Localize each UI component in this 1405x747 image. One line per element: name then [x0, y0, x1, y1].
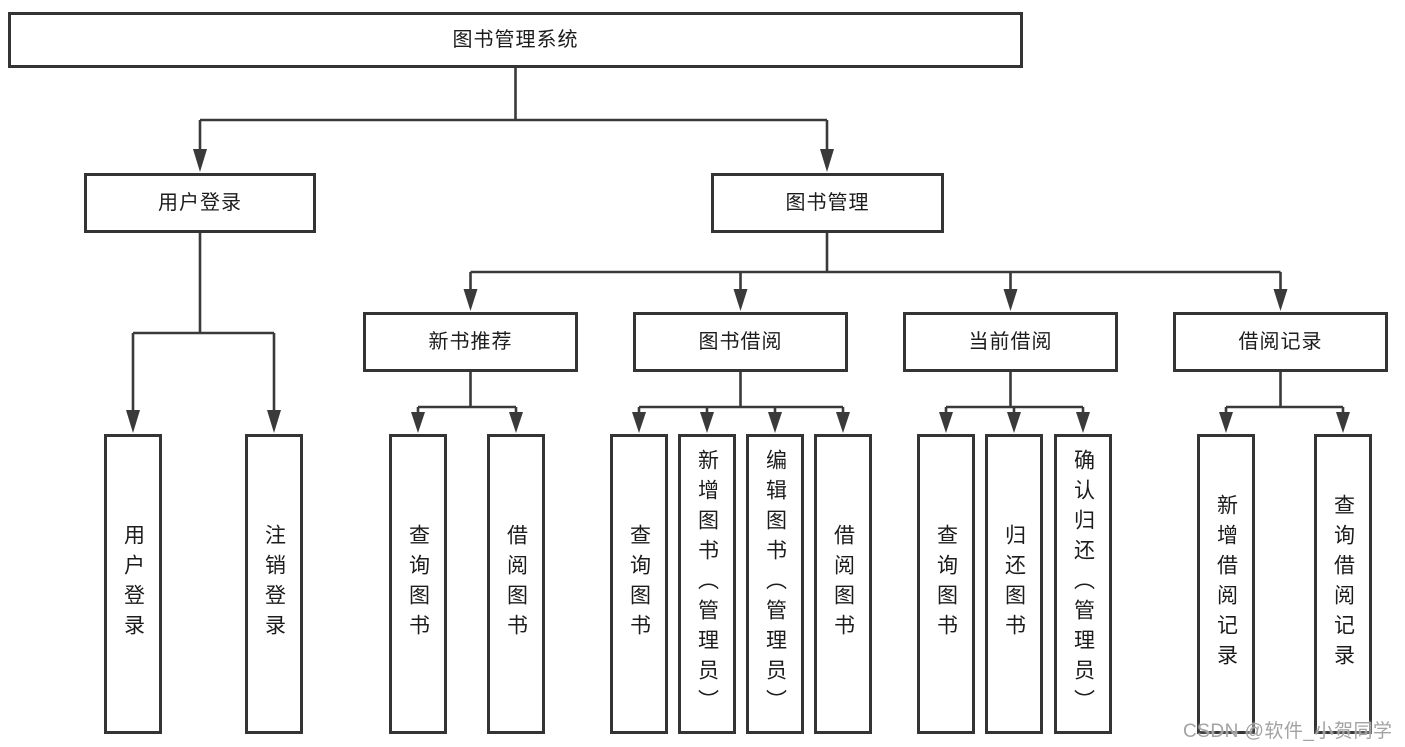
leaf-add-books-admin: 新增图书（管理员）: [678, 434, 736, 734]
leaf-edit-books-admin: 编辑图书（管理员）: [746, 434, 804, 734]
leaf-add-borrow-record: 新增借阅记录: [1197, 434, 1255, 734]
node-new-book-recommendation: 新书推荐: [363, 312, 578, 372]
leaf-user-login: 用户登录: [104, 434, 162, 734]
leaf-query-books-borrowing: 查询图书: [610, 434, 668, 734]
leaf-borrow-books-recommend: 借阅图书: [487, 434, 545, 734]
leaf-confirm-return-admin: 确认归还（管理员）: [1054, 434, 1112, 734]
node-current-borrowing: 当前借阅: [903, 312, 1118, 372]
node-borrowing-records: 借阅记录: [1173, 312, 1388, 372]
leaf-query-borrow-record: 查询借阅记录: [1314, 434, 1372, 734]
arrowhead-icons: [126, 149, 1350, 433]
leaf-logout: 注销登录: [245, 434, 303, 734]
node-book-borrowing: 图书借阅: [633, 312, 848, 372]
leaf-query-books-current: 查询图书: [917, 434, 975, 734]
leaf-query-books-recommend: 查询图书: [389, 434, 447, 734]
node-library-management-system: 图书管理系统: [8, 12, 1023, 68]
leaf-borrow-books-borrowing: 借阅图书: [814, 434, 872, 734]
leaf-return-books: 归还图书: [985, 434, 1043, 734]
node-book-management-branch: 图书管理: [711, 173, 944, 233]
node-user-login-branch: 用户登录: [84, 173, 316, 233]
